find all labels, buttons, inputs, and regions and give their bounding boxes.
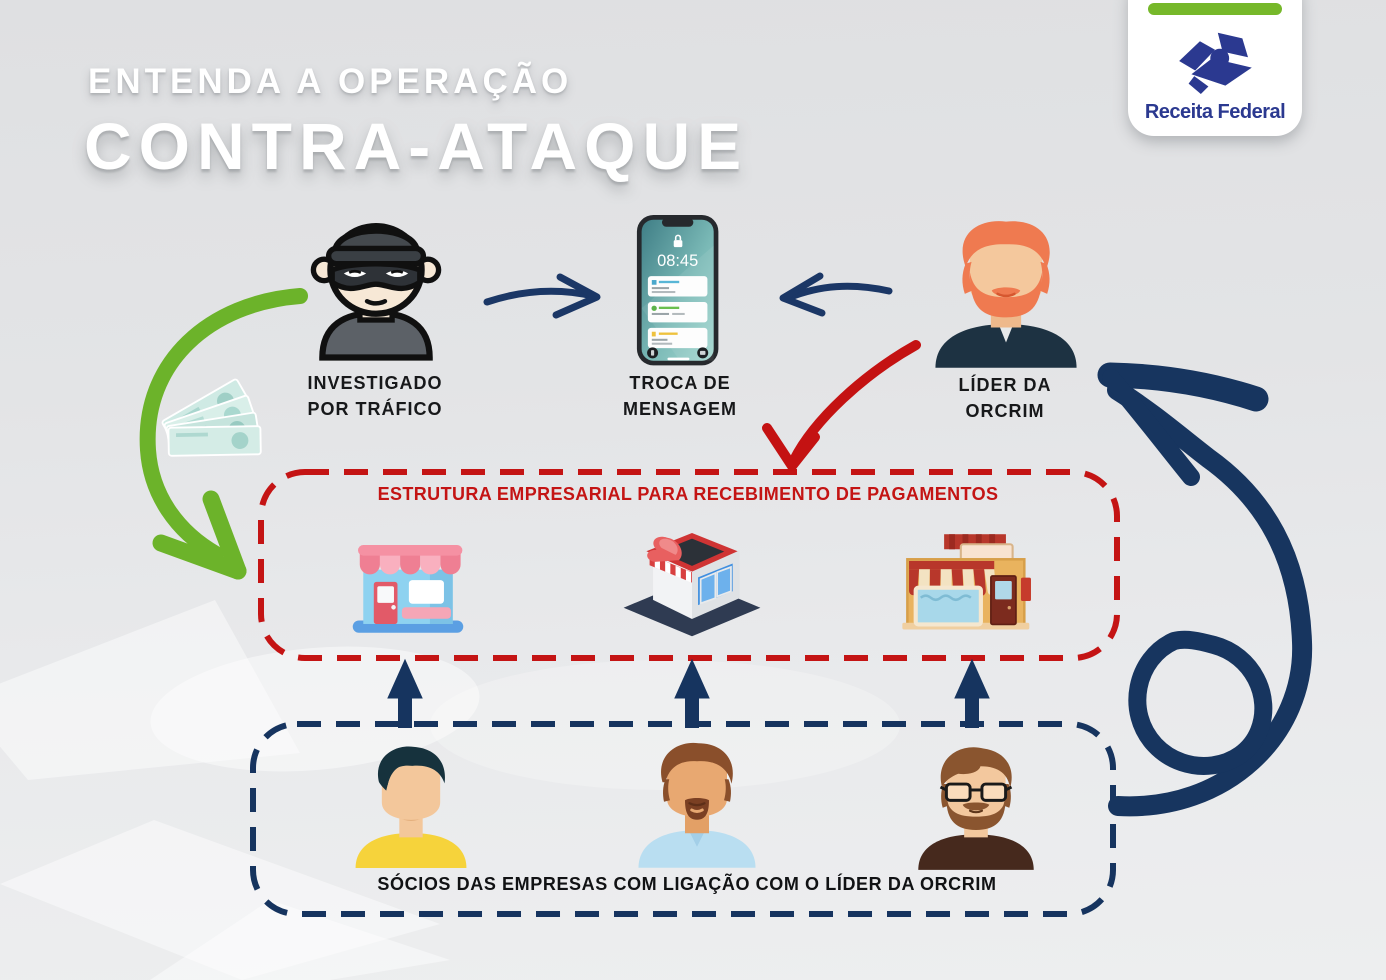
label-lider: LÍDER DA ORCRIM [958,375,1052,421]
partner-1-avatar [355,746,467,868]
label-mensagem: TROCA DE MENSAGEM [622,373,737,419]
phone-icon: 08:45 [636,215,719,366]
arrow-lider-to-phone [779,272,893,317]
store-3-icon [902,534,1031,630]
logo-green-bar-icon [1148,3,1282,15]
notification-card [647,327,708,349]
glasses-icon [939,782,1013,802]
arrow-lider-to-estrutura [762,340,921,471]
store-2-icon [623,533,761,637]
estrutura-box-border [258,469,1120,661]
notification-card [647,276,708,297]
notification-card [647,301,708,323]
receita-federal-emblem-icon [1179,32,1252,95]
partner-3-avatar [918,747,1034,870]
estrutura-box-title: ESTRUTURA EMPRESARIAL PARA RECEBIMENTO D… [377,484,999,504]
arrow-loop-to-lider [1097,362,1313,817]
phone-time: 08:45 [657,252,698,270]
lock-icon [673,234,683,248]
logo-wordmark: Receita Federal [1144,101,1286,123]
burglar-icon [310,222,442,361]
receita-federal-logo-card: Receita Federal [1128,0,1302,136]
operation-kicker: ENTENDA A OPERAÇÃO [88,62,573,101]
operation-title: CONTRA-ATAQUE [84,109,749,183]
leader-avatar [935,221,1077,368]
partner-2-avatar [638,742,756,868]
arrow-investigado-to-phone [483,273,601,319]
money-bills-icon [161,378,262,457]
socios-box-label: SÓCIOS DAS EMPRESAS COM LIGAÇÃO COM O LÍ… [377,874,997,894]
arrows-socios-to-estrutura [387,658,990,728]
arrow-money-to-estrutura [139,288,308,580]
label-investigado: INVESTIGADO POR TRÁFICO [307,373,443,419]
store-1-icon [352,545,464,633]
